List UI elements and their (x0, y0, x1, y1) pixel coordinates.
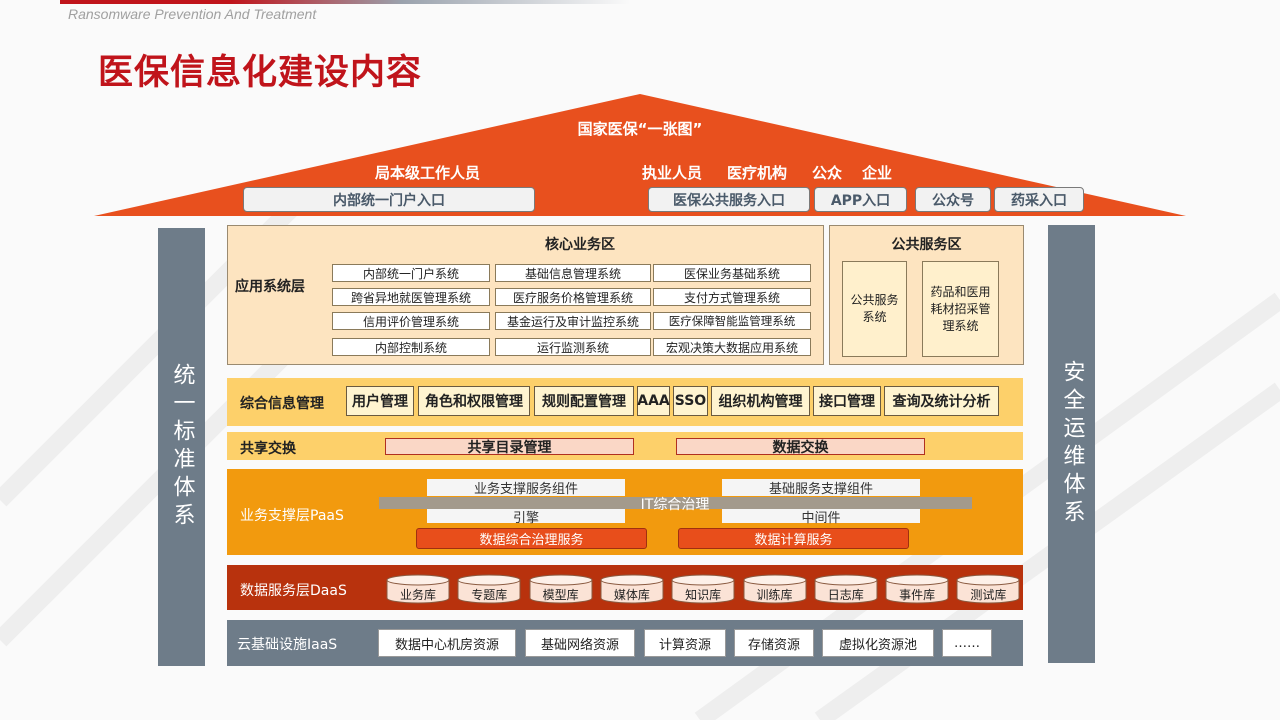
database-cylinder[interactable]: 训练库 (743, 574, 807, 604)
mgmt-item[interactable]: AAA (637, 386, 670, 416)
database-label: 专题库 (471, 588, 508, 602)
database-icon (814, 574, 878, 604)
database-icon (457, 574, 521, 604)
top-accent-bar (60, 0, 630, 4)
medical-institution-label: 医疗机构 (727, 164, 788, 182)
paas-label: 业务支撑层PaaS (240, 508, 344, 524)
share-catalog-management[interactable]: 共享目录管理 (385, 438, 634, 456)
engine[interactable]: 引擎 (427, 509, 625, 526)
internal-staff-label: 局本级工作人员 (375, 164, 481, 182)
enterprise-label: 企业 (862, 164, 893, 182)
database-icon (600, 574, 664, 604)
practitioner-label: 执业人员 (642, 164, 703, 182)
mgmt-item[interactable]: 接口管理 (813, 386, 881, 416)
database-cylinder[interactable]: 媒体库 (600, 574, 664, 604)
mgmt-item[interactable]: 组织机构管理 (711, 386, 810, 416)
database-label: 媒体库 (613, 588, 650, 602)
database-label: 知识库 (685, 588, 722, 602)
drug-procurement-system[interactable]: 药品和医用耗材招采管理系统 (922, 261, 999, 357)
public-service-title: 公共服务区 (891, 237, 962, 253)
public-label: 公众 (812, 164, 843, 182)
core-system[interactable]: 宏观决策大数据应用系统 (653, 338, 811, 356)
mgmt-item[interactable]: 查询及统计分析 (884, 386, 999, 416)
it-governance-bar (379, 497, 972, 509)
daas-label: 数据服务层DaaS (240, 583, 347, 599)
data-governance-service[interactable]: 数据综合治理服务 (416, 528, 647, 549)
internal-portal-entry[interactable]: 内部统一门户入口 (243, 187, 535, 212)
database-label: 日志库 (827, 588, 864, 602)
middleware[interactable]: 中间件 (722, 509, 920, 526)
iaas-label: 云基础设施IaaS (237, 637, 338, 653)
database-icon (386, 574, 450, 604)
core-system[interactable]: 跨省异地就医管理系统 (332, 288, 490, 306)
core-system[interactable]: 支付方式管理系统 (653, 288, 811, 306)
more-resources[interactable]: …… (942, 629, 992, 657)
database-cylinder[interactable]: 测试库 (956, 574, 1020, 604)
database-cylinder[interactable]: 事件库 (885, 574, 949, 604)
brand-text: Ransomware Prevention And Treatment (68, 6, 317, 22)
public-service-entry[interactable]: 医保公共服务入口 (648, 187, 810, 212)
mgmt-item[interactable]: SSO (673, 386, 708, 416)
public-service-system[interactable]: 公共服务系统 (842, 261, 907, 357)
mgmt-item[interactable]: 角色和权限管理 (418, 386, 530, 416)
database-icon (743, 574, 806, 604)
page-title: 医保信息化建设内容 (98, 52, 423, 93)
database-cylinder[interactable]: 日志库 (814, 574, 878, 604)
core-system[interactable]: 基础信息管理系统 (495, 264, 651, 282)
database-cylinder[interactable]: 知识库 (671, 574, 735, 604)
virtualization-pool[interactable]: 虚拟化资源池 (822, 629, 934, 657)
database-icon (956, 574, 1020, 604)
application-layer-label: 应用系统层 (235, 279, 305, 295)
database-label: 训练库 (756, 588, 793, 602)
core-system[interactable]: 信用评价管理系统 (332, 312, 490, 330)
database-icon (885, 574, 949, 604)
database-label: 事件库 (899, 588, 936, 602)
database-cylinder[interactable]: 业务库 (386, 574, 450, 604)
data-exchange[interactable]: 数据交换 (676, 438, 925, 456)
basic-service-components[interactable]: 基础服务支撑组件 (722, 479, 920, 497)
right-pillar-security: 安全运维体系 (1048, 225, 1095, 663)
database-label: 模型库 (542, 588, 579, 602)
data-computing-service[interactable]: 数据计算服务 (678, 528, 909, 549)
info-management-label: 综合信息管理 (240, 396, 324, 412)
it-governance-label: IT综合治理 (640, 497, 710, 513)
core-system[interactable]: 内部统一门户系统 (332, 264, 490, 282)
roof-shape (94, 94, 1186, 216)
left-pillar-standards: 统一标准体系 (158, 228, 205, 666)
database-cylinder[interactable]: 专题库 (457, 574, 521, 604)
mgmt-item[interactable]: 用户管理 (346, 386, 414, 416)
core-system[interactable]: 医疗保障智能监管理系统 (653, 312, 811, 330)
compute-resource[interactable]: 计算资源 (644, 629, 726, 657)
app-entry[interactable]: APP入口 (814, 187, 907, 212)
database-icon (529, 574, 593, 604)
datacenter-resource[interactable]: 数据中心机房资源 (378, 629, 516, 657)
core-system[interactable]: 运行监测系统 (495, 338, 651, 356)
core-system[interactable]: 内部控制系统 (332, 338, 490, 356)
core-system[interactable]: 医疗服务价格管理系统 (495, 288, 651, 306)
core-system[interactable]: 基金运行及审计监控系统 (495, 312, 651, 330)
roof-title: 国家医保“一张图” (577, 120, 703, 138)
database-label: 业务库 (399, 588, 436, 602)
network-resource[interactable]: 基础网络资源 (525, 629, 635, 657)
database-icon (671, 574, 735, 604)
core-system[interactable]: 医保业务基础系统 (653, 264, 811, 282)
mgmt-item[interactable]: 规则配置管理 (534, 386, 634, 416)
share-exchange-label: 共享交换 (240, 441, 296, 457)
official-account-entry[interactable]: 公众号 (915, 187, 991, 212)
database-label: 测试库 (970, 588, 1007, 602)
core-business-title: 核心业务区 (545, 237, 615, 253)
database-cylinder[interactable]: 模型库 (529, 574, 593, 604)
business-support-components[interactable]: 业务支撑服务组件 (427, 479, 625, 497)
storage-resource[interactable]: 存储资源 (734, 629, 814, 657)
procurement-entry[interactable]: 药采入口 (994, 187, 1084, 212)
